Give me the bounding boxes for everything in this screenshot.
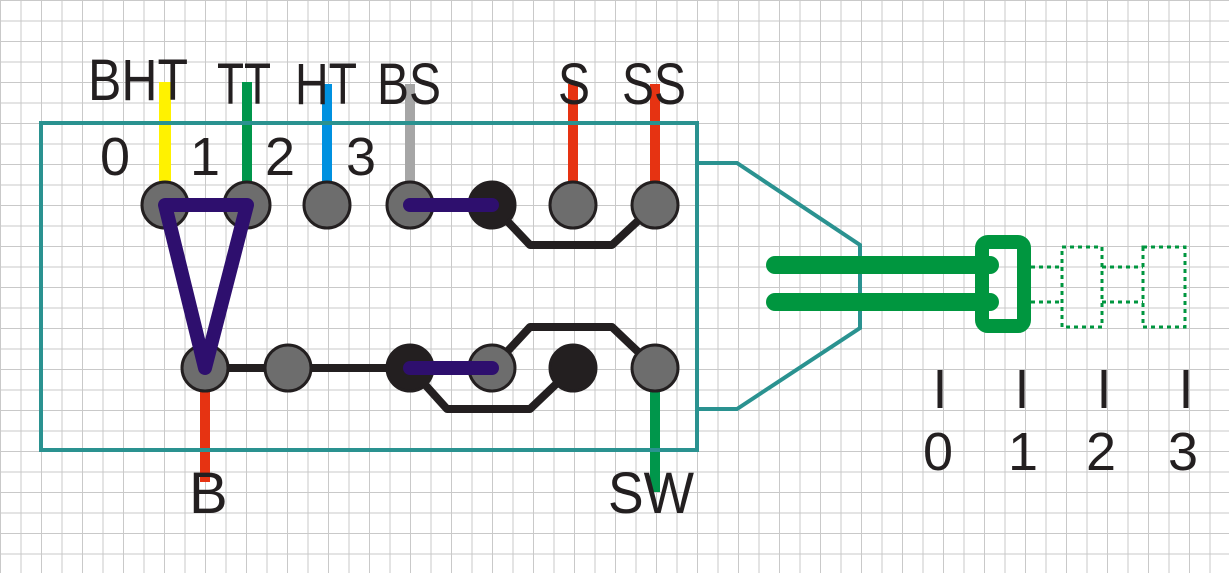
label-ht: HT — [295, 52, 357, 117]
position-3: 3 — [346, 127, 376, 187]
pcb-traces — [201, 201, 659, 413]
trace-upper — [488, 201, 659, 249]
scale-ticks — [937, 370, 1189, 408]
contact-lower-2 — [263, 343, 313, 393]
top-labels: BHT TT HT BS S SS — [88, 48, 686, 117]
label-tt: TT — [217, 52, 271, 117]
slider-actuator — [766, 235, 1187, 333]
bottom-labels: B SW — [189, 461, 694, 526]
position-labels: 0 1 2 3 — [100, 127, 376, 187]
trace-lower-upper-loop — [488, 323, 659, 372]
position-1: 1 — [190, 127, 220, 187]
bridge-triangle — [158, 198, 254, 375]
contact-s — [548, 180, 598, 230]
position-2: 2 — [265, 127, 295, 187]
label-bs: BS — [377, 52, 441, 117]
contact-ss — [630, 180, 680, 230]
switch-housing — [39, 121, 699, 452]
scale-3: 3 — [1168, 422, 1198, 482]
trace-lower-lower-loop — [406, 364, 577, 413]
bridges — [158, 198, 499, 375]
slider-ghost-positions — [1031, 245, 1187, 329]
slider-knob — [975, 235, 1031, 333]
label-b: B — [189, 461, 228, 526]
contact-sw — [630, 343, 680, 393]
scale-labels: 0 1 2 3 — [923, 422, 1198, 482]
scale-0: 0 — [923, 422, 953, 482]
label-bht: BHT — [88, 48, 188, 113]
position-0: 0 — [100, 127, 130, 187]
label-ss: SS — [622, 52, 686, 117]
scale-1: 1 — [1008, 422, 1038, 482]
lead-wires — [159, 82, 660, 492]
label-s: S — [558, 52, 590, 117]
label-sw: SW — [608, 461, 694, 526]
contact-lower-black — [548, 343, 598, 393]
scale-2: 2 — [1086, 422, 1116, 482]
contact-2 — [302, 180, 352, 230]
actuator-housing — [697, 161, 862, 411]
